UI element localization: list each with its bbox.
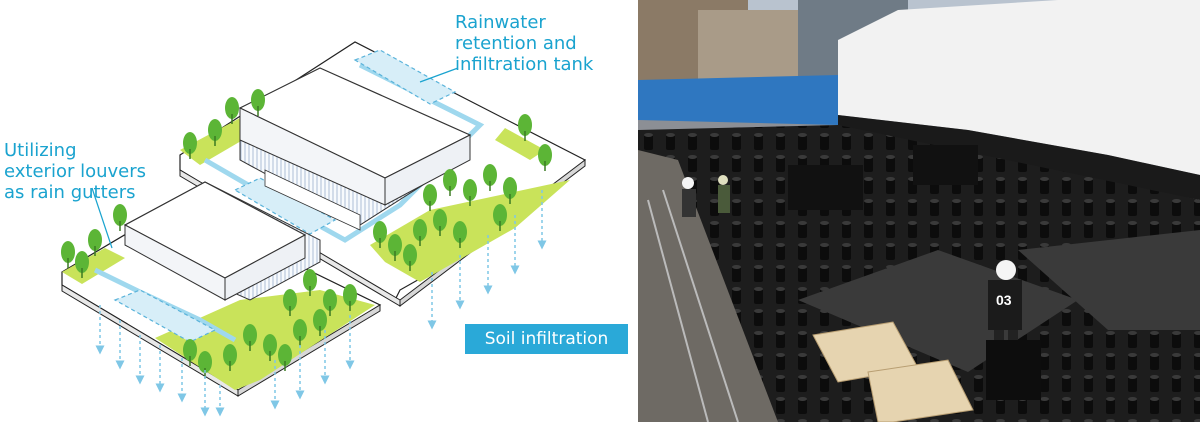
construction-photo: 03 — [638, 0, 1200, 422]
rainwater-diagram — [60, 41, 587, 417]
back-building — [238, 67, 472, 231]
back-retention-tank — [233, 49, 457, 235]
front-building — [123, 181, 321, 301]
tank-label: Rainwater retention and infiltration tan… — [455, 12, 594, 75]
infiltration-arrows — [95, 190, 547, 417]
worker-number: 03 — [996, 292, 1012, 308]
workers-back — [682, 175, 730, 217]
label-leaders — [91, 67, 459, 249]
louver-label: Utilizing exterior louvers as rain gutte… — [4, 140, 147, 203]
worker-front: 03 — [986, 260, 1041, 400]
front-retention-tank — [113, 289, 217, 343]
soil-infiltration-label: Soil infiltration — [465, 324, 628, 354]
